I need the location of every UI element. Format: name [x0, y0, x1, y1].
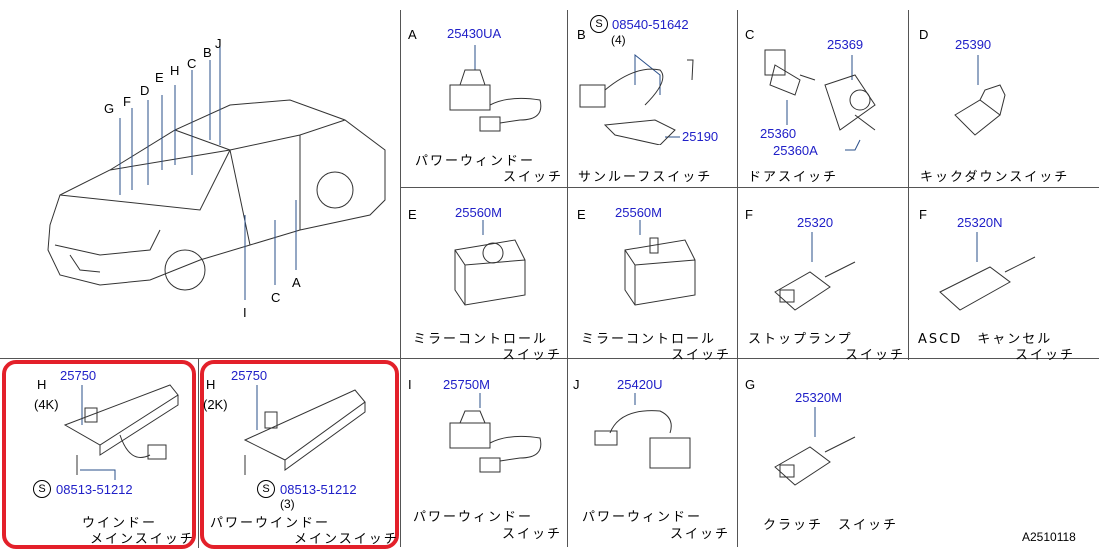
cell-letter: E [408, 207, 417, 222]
sunroof-switch-drawing [579, 53, 694, 145]
screw-symbol: S [33, 480, 51, 498]
part-name: スイッチ [502, 527, 563, 542]
car-label-i: I [243, 305, 247, 320]
main-switch-2k-drawing [243, 385, 366, 475]
car-label-c: C [187, 56, 197, 71]
part-number[interactable]: 25430UA [447, 26, 502, 41]
car-label-g: G [104, 101, 115, 116]
stop-lamp-switch-drawing [774, 232, 856, 311]
car-label-h: H [170, 63, 180, 78]
part-number[interactable]: 25360A [773, 143, 818, 158]
part-number[interactable]: 08540-51642 [612, 17, 689, 32]
part-number[interactable]: 25750M [443, 377, 490, 392]
part-number[interactable]: 25560M [455, 205, 502, 220]
part-number[interactable]: 25320M [795, 390, 842, 405]
part-name: ASCD キャンセル [918, 332, 1053, 347]
part-name: パワーウィンドー [582, 510, 703, 525]
power-window-switch-drawing [449, 45, 542, 132]
variant: (4K) [34, 397, 59, 412]
part-name: パワーウィンドー [415, 154, 536, 169]
part-number[interactable]: 25320N [957, 215, 1003, 230]
cell-letter: A [408, 27, 417, 42]
part-number[interactable]: 25369 [827, 37, 864, 52]
power-window-switch-drawing [449, 393, 542, 473]
power-window-switch-drawing [594, 393, 691, 469]
ascd-cancel-switch-drawing [939, 232, 1036, 311]
quantity: (4) [611, 33, 626, 47]
part-number[interactable]: 25420U [617, 377, 663, 392]
part-number[interactable]: 08513-51212 [280, 482, 357, 497]
part-number[interactable]: 25560M [615, 205, 662, 220]
cell-letter: H [37, 377, 47, 392]
part-name: スイッチ [670, 527, 731, 542]
cell-letter: J [573, 377, 580, 392]
car-label-j: J [215, 36, 222, 51]
part-name: メインスイッチ [90, 532, 195, 547]
door-switch-drawing [764, 49, 876, 151]
quantity: (3) [280, 497, 295, 511]
mirror-control-switch-drawing [624, 220, 696, 306]
cell-letter: G [745, 377, 756, 392]
car-label-f: F [123, 94, 131, 109]
cell-letter: B [577, 27, 586, 42]
main-switch-4k-highlight[interactable] [2, 360, 196, 549]
grid-line [198, 358, 199, 548]
part-name: ミラーコントロール [581, 332, 717, 347]
clutch-switch-drawing [774, 407, 856, 486]
diagram-id: A2510118 [1022, 530, 1076, 544]
screw-symbol: S [590, 15, 608, 33]
part-name: サンルーフスイッチ [578, 170, 713, 185]
grid-line [0, 358, 1099, 359]
screw-symbol: S [257, 480, 275, 498]
grid-line [400, 187, 1099, 188]
part-name: ストップランプ [748, 332, 853, 347]
main-switch-2k-highlight[interactable] [200, 360, 399, 549]
main-switch-4k-drawing [63, 384, 179, 480]
part-name: キックダウンスイッチ [920, 170, 1070, 185]
part-name: ウインドー [82, 516, 158, 531]
cell-letter: D [919, 27, 929, 42]
variant: (2K) [203, 397, 228, 412]
car-label-d: D [140, 83, 150, 98]
part-name: スイッチ [502, 348, 563, 363]
mirror-control-switch-drawing [454, 220, 526, 306]
part-number[interactable]: 25750 [60, 368, 97, 383]
car-label-a: A [292, 275, 301, 290]
part-name: パワーウィンドー [413, 510, 534, 525]
part-number[interactable]: 25190 [682, 129, 719, 144]
part-name: パワーウインドー [210, 516, 331, 531]
car-label-c2: C [271, 290, 281, 305]
cell-letter: E [577, 207, 586, 222]
cell-letter: I [408, 377, 412, 392]
grid-line [400, 10, 401, 547]
kickdown-switch-drawing [954, 55, 1006, 136]
car-label-e: E [155, 70, 164, 85]
part-name: スイッチ [845, 348, 906, 363]
cell-letter: H [206, 377, 216, 392]
car-illustration [47, 45, 386, 300]
grid-line [908, 10, 909, 360]
part-name: ドアスイッチ [748, 170, 839, 185]
part-number[interactable]: 08513-51212 [56, 482, 133, 497]
grid-line [567, 10, 568, 547]
part-name: メインスイッチ [294, 532, 399, 547]
part-number[interactable]: 25320 [797, 215, 834, 230]
part-name: ミラーコントロール [413, 332, 549, 347]
part-number[interactable]: 25390 [955, 37, 992, 52]
part-name: クラッチ スイッチ [763, 518, 899, 533]
cell-letter: F [919, 207, 927, 222]
cell-letter: C [745, 27, 755, 42]
part-name: スイッチ [503, 170, 564, 185]
part-number[interactable]: 25360 [760, 126, 797, 141]
part-name: スイッチ [671, 348, 732, 363]
car-label-b: B [203, 45, 212, 60]
part-name: スイッチ [1015, 348, 1076, 363]
cell-letter: F [745, 207, 753, 222]
part-number[interactable]: 25750 [231, 368, 268, 383]
grid-line [737, 10, 738, 547]
